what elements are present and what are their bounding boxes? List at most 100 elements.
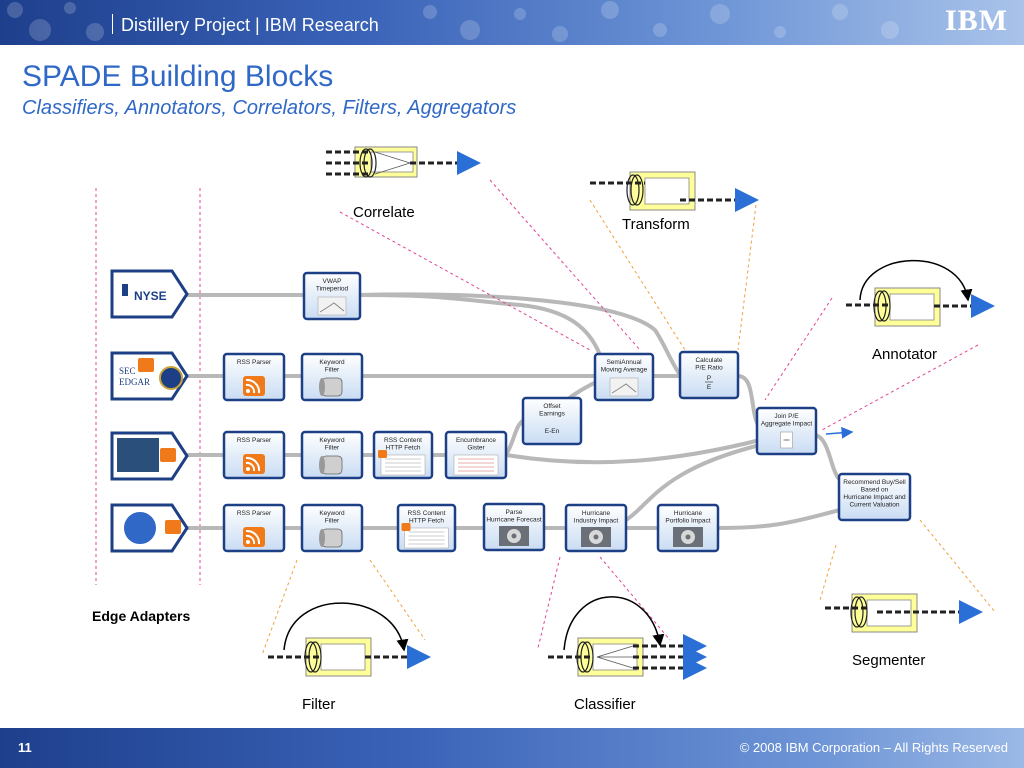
node-label: Aggregate Impact bbox=[761, 421, 813, 428]
slide-title: SPADE Building Blocks bbox=[22, 60, 334, 93]
stream-connectors bbox=[186, 292, 842, 530]
source-sec-edgar: SEC EDGAR bbox=[110, 351, 189, 401]
copyright: © 2008 IBM Corporation – All Rights Rese… bbox=[739, 740, 1008, 755]
node-label: Portfolio Impact bbox=[665, 518, 710, 525]
node-label: Hurricane Impact and bbox=[843, 494, 906, 501]
formula-bottom: E bbox=[707, 384, 712, 391]
node-rss3: RSS Parser bbox=[222, 503, 286, 553]
document-icon bbox=[380, 454, 426, 476]
node-label: RSS Parser bbox=[237, 359, 272, 366]
node-rss1: RSS Parser bbox=[222, 352, 286, 402]
node-label: Recommend Buy/Sell bbox=[843, 479, 906, 486]
weather-screenshot-icon bbox=[117, 438, 159, 472]
rss-icon bbox=[165, 520, 181, 534]
node-label: Gister bbox=[467, 445, 485, 452]
label-segmenter: Segmenter bbox=[852, 652, 926, 669]
node-label: Earnings bbox=[539, 411, 565, 418]
label-classifier: Classifier bbox=[574, 696, 636, 713]
node-label: Hurricane bbox=[582, 510, 611, 517]
label-correlate: Correlate bbox=[353, 204, 415, 221]
node-label: Filter bbox=[325, 445, 340, 452]
node-label: VWAP bbox=[323, 278, 342, 285]
label-transform: Transform bbox=[622, 216, 690, 233]
edgar-label: EDGAR bbox=[119, 377, 150, 387]
ibm-logo: IBM bbox=[945, 4, 1008, 37]
source-weather-video bbox=[110, 431, 189, 481]
node-label: P/E Ratio bbox=[695, 365, 723, 372]
sec-label: SEC bbox=[119, 366, 136, 376]
label-edge-adapters: Edge Adapters bbox=[92, 608, 191, 624]
node-label: HTTP Fetch bbox=[386, 445, 421, 452]
slide-footer bbox=[0, 728, 1024, 768]
node-label: Hurricane Forecast bbox=[486, 517, 541, 524]
rss-icon bbox=[378, 450, 387, 458]
node-label: Join P/E bbox=[774, 413, 799, 420]
node-label: HTTP Fetch bbox=[409, 518, 444, 525]
join-output-arrow bbox=[825, 426, 854, 439]
node-label: Filter bbox=[325, 518, 340, 525]
offset-formula: E-En bbox=[545, 428, 560, 435]
page-number: 11 bbox=[18, 740, 32, 755]
node-label: Keyword bbox=[319, 437, 345, 444]
pattern-filter bbox=[268, 602, 431, 677]
header-title: Distillery Project | IBM Research bbox=[112, 14, 379, 36]
chart-icon bbox=[317, 296, 347, 316]
source-nyse: NYSE bbox=[110, 269, 189, 319]
label-filter: Filter bbox=[302, 696, 336, 713]
node-label: Hurricane bbox=[674, 510, 703, 517]
node-label: Keyword bbox=[319, 510, 345, 517]
source-noaa bbox=[110, 503, 189, 553]
node-label: Moving Average bbox=[601, 367, 648, 374]
node-label: Parse bbox=[506, 509, 523, 516]
pattern-annotator bbox=[846, 259, 995, 327]
header-pattern bbox=[7, 1, 899, 42]
document-icon bbox=[404, 527, 449, 549]
node-label: Filter bbox=[325, 367, 340, 374]
pattern-correlate bbox=[326, 146, 481, 178]
node-label: Current Valuation bbox=[849, 502, 899, 509]
rss-icon bbox=[160, 448, 176, 462]
node-label: Encumbrance bbox=[456, 437, 496, 444]
node-label: SemiAnnual bbox=[606, 359, 642, 366]
noaa-logo-icon bbox=[122, 510, 158, 546]
node-rss2: RSS Parser bbox=[222, 430, 286, 480]
node-label: RSS Parser bbox=[237, 437, 272, 444]
chart-icon bbox=[609, 377, 639, 397]
callout-lines bbox=[261, 179, 996, 656]
node-label: RSS Content bbox=[384, 437, 422, 444]
node-label: Industry Impact bbox=[574, 518, 619, 525]
pattern-segmenter bbox=[825, 593, 983, 633]
sec-seal-icon bbox=[159, 366, 183, 390]
rss-icon bbox=[401, 523, 411, 531]
node-label: Calculate bbox=[695, 357, 722, 364]
pattern-classifier bbox=[548, 596, 707, 680]
node-label: Timeperiod bbox=[316, 286, 349, 293]
node-label: Offset bbox=[543, 403, 560, 410]
slide-subtitle: Classifiers, Annotators, Correlators, Fi… bbox=[22, 97, 517, 119]
node-label: Keyword bbox=[319, 359, 345, 366]
label-annotator: Annotator bbox=[872, 346, 938, 363]
node-label: Based on bbox=[861, 487, 889, 494]
node-label: RSS Content bbox=[408, 510, 446, 517]
rss-icon bbox=[138, 358, 154, 372]
pattern-transform bbox=[590, 171, 759, 212]
document-icon bbox=[453, 454, 499, 476]
formula-top: P bbox=[707, 375, 711, 382]
node-label: RSS Parser bbox=[237, 510, 272, 517]
